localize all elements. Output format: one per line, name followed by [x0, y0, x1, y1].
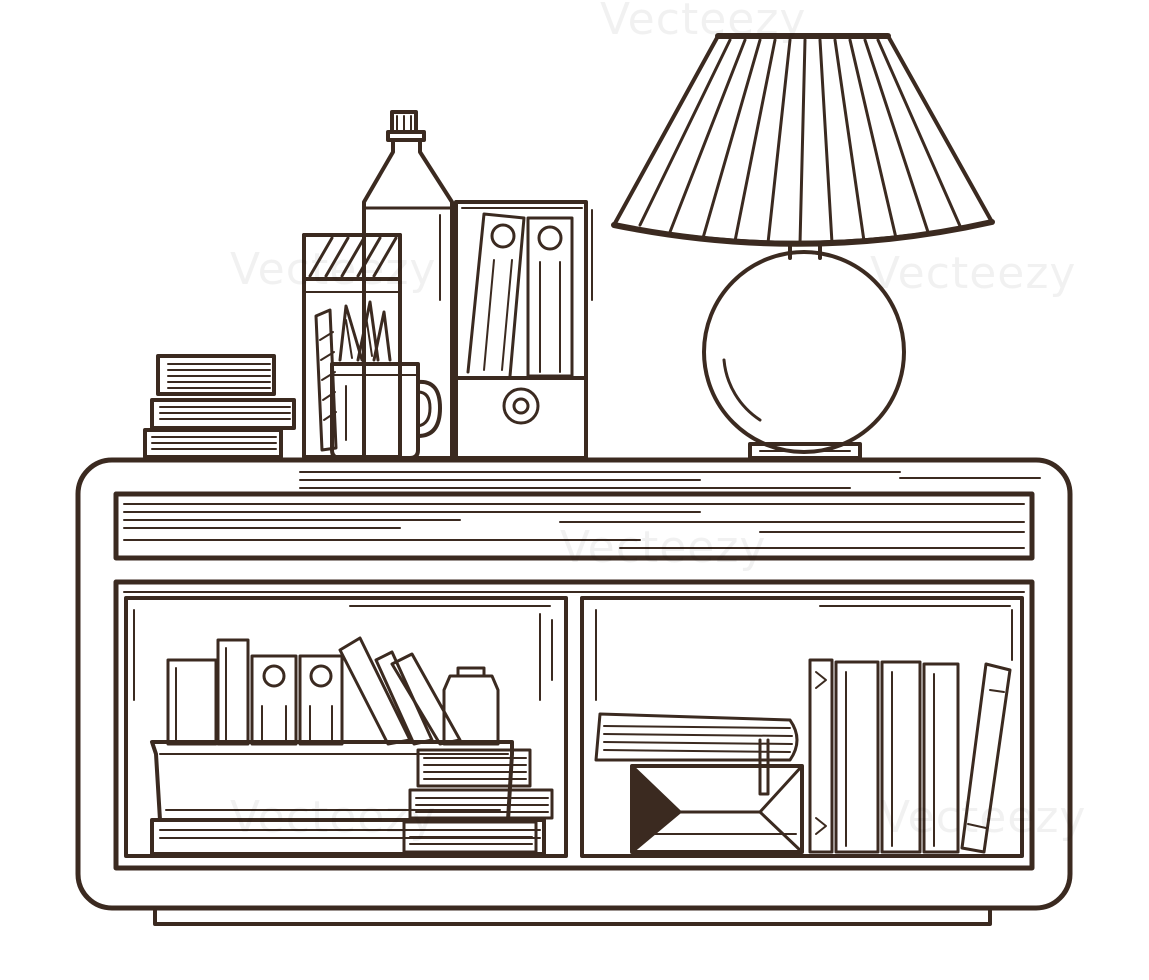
- sideboard: [75, 457, 1073, 926]
- watermark: Vecteezy: [560, 522, 767, 573]
- drawer-panel: [113, 491, 1035, 561]
- watermark: Vecteezy: [230, 792, 437, 843]
- watermark: Vecteezy: [600, 0, 807, 45]
- right-shelf-items: [594, 658, 1012, 854]
- file-organizer: [454, 200, 593, 460]
- watermark: Vecteezy: [880, 792, 1087, 843]
- watermark: Vecteezy: [230, 244, 437, 295]
- watermark: Vecteezy: [870, 248, 1077, 299]
- book-stack-top: [143, 354, 296, 459]
- table-lamp: [611, 33, 995, 460]
- lamp-shade: [611, 33, 995, 247]
- left-shelf-items: [150, 636, 554, 856]
- mug: [330, 362, 442, 460]
